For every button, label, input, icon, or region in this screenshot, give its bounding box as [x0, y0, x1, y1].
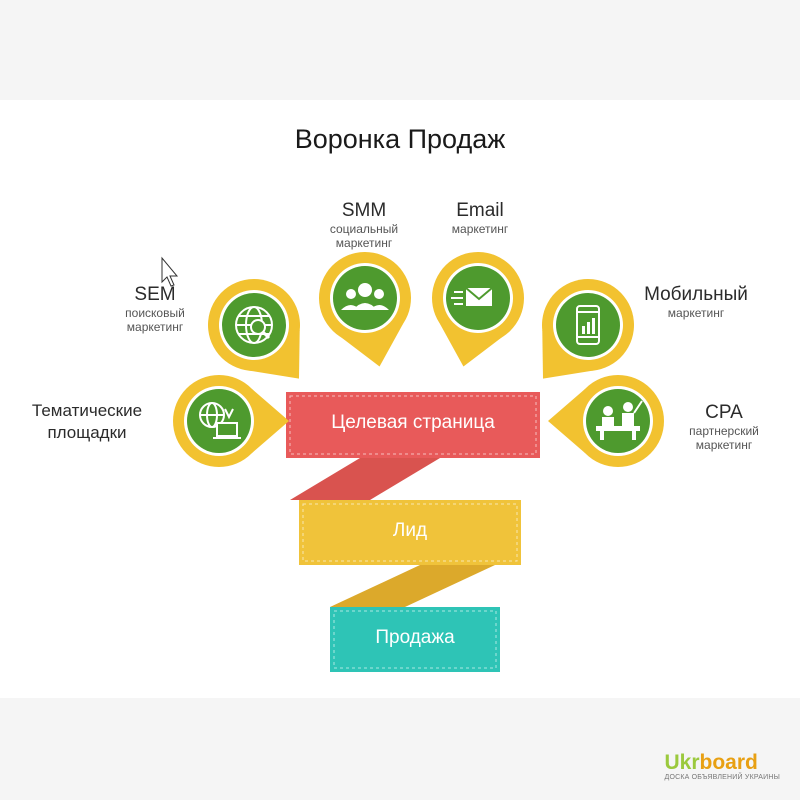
- watermark-brand-part1: Ukr: [664, 751, 700, 774]
- funnel-stage-landing: [286, 392, 540, 458]
- channel-label-mobile: Мобильный маркетинг: [634, 284, 758, 320]
- meeting-icon: [596, 400, 643, 440]
- mouse-cursor-icon: [161, 256, 179, 287]
- channel-label-email: Email маркетинг: [432, 200, 528, 236]
- funnel-stage-sale: [330, 607, 500, 672]
- funnel-label-sale: Продажа: [375, 627, 455, 648]
- channel-name-smm: SMM: [341, 200, 387, 221]
- watermark-brand-part2: board: [699, 751, 758, 774]
- watermark-logo: Ukrboard ДОСКА ОБЪЯВЛЕНИЙ УКРАИНЫ: [664, 751, 781, 782]
- envelope-icon: [451, 287, 493, 306]
- channel-name-cpa: CPA: [705, 402, 743, 423]
- funnel-label-landing: Целевая страница: [331, 412, 495, 433]
- diagram-title: Воронка Продаж: [294, 124, 506, 154]
- channel-name-email: Email: [456, 200, 504, 221]
- channel-name-mobile: Мобильный: [644, 284, 748, 305]
- funnel-connector-gold: [330, 565, 495, 607]
- globe-laptop-icon: [199, 402, 241, 439]
- channel-desc-sem: поисковый маркетинг: [125, 306, 185, 334]
- funnel-label-lead: Лид: [392, 520, 428, 541]
- channel-desc-smm: социальный маркетинг: [329, 222, 399, 250]
- channel-label-thematic: Тематические площадки: [12, 400, 162, 444]
- watermark-tagline: ДОСКА ОБЪЯВЛЕНИЙ УКРАИНЫ: [664, 774, 780, 781]
- channel-name-thematic: Тематические площадки: [31, 401, 143, 442]
- mobile-chart-icon: [576, 305, 600, 345]
- channel-name-sem: SEM: [134, 284, 176, 305]
- people-group-icon: [341, 283, 389, 310]
- channel-label-cpa: CPA партнерский маркетинг: [672, 402, 776, 452]
- channel-desc-mobile: маркетинг: [667, 306, 725, 320]
- funnel-connector-red: [290, 458, 440, 500]
- channel-desc-email: маркетинг: [451, 222, 509, 236]
- channel-label-sem: SEM поисковый маркетинг: [118, 284, 192, 334]
- channel-label-smm: SMM социальный маркетинг: [312, 200, 416, 250]
- funnel-stage-lead: [299, 500, 521, 565]
- channel-desc-cpa: партнерский маркетинг: [689, 424, 759, 452]
- globe-search-icon: [235, 306, 273, 344]
